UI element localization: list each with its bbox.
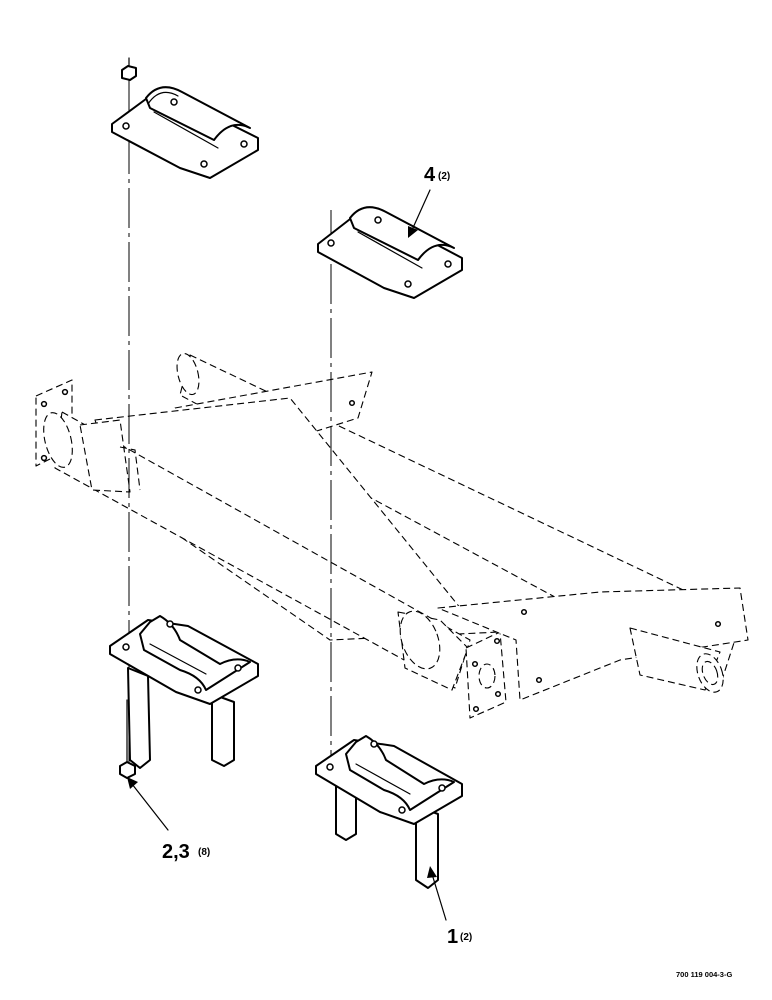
- callout-quantity: (2): [438, 171, 450, 182]
- leader-4: [408, 189, 431, 238]
- upper-clamp-left: [111, 86, 259, 179]
- callout-number: 4: [424, 164, 436, 186]
- callout-number: 2,3: [162, 841, 190, 863]
- bottom-bolt: [119, 699, 136, 779]
- lower-clamp-right: [315, 735, 463, 889]
- callout-number: 1: [447, 926, 458, 948]
- figure-reference: 700 119 004-3-G: [676, 970, 732, 979]
- callout-quantity: (2): [460, 932, 472, 943]
- callout-quantity: (8): [198, 847, 210, 858]
- right-tube-end: [629, 627, 721, 691]
- frame-assembly: [35, 352, 749, 719]
- callout-4: 4 (2): [424, 164, 450, 186]
- leader-1: [427, 866, 447, 921]
- upper-clamp-right: [317, 206, 463, 299]
- callout-2-3: 2,3 (8): [162, 841, 210, 863]
- lower-clamp-left: [109, 615, 259, 769]
- leader-2-3: [127, 777, 169, 831]
- callout-1: 1 (2): [447, 926, 472, 948]
- left-collar: [79, 419, 131, 493]
- top-nut: [121, 57, 137, 81]
